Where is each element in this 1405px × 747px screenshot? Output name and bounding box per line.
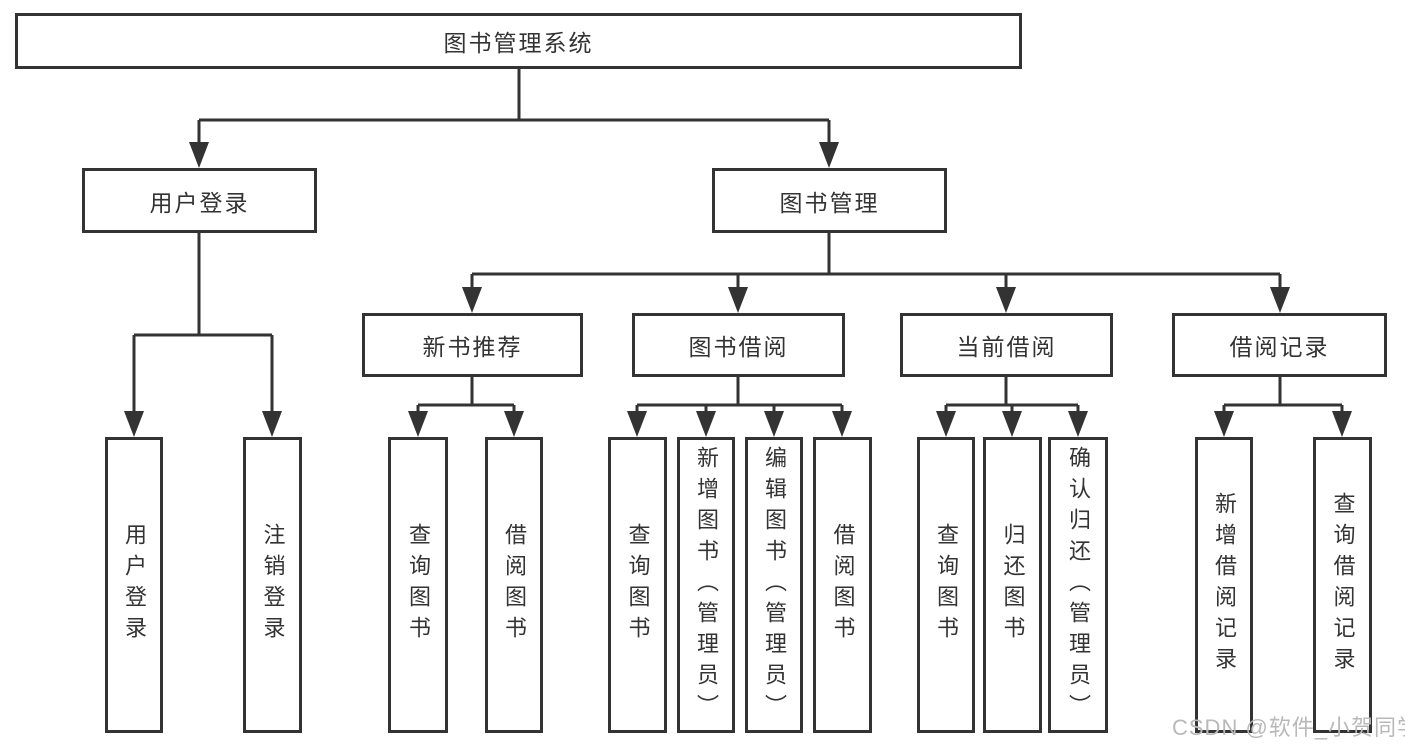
node-label: 查询图书 bbox=[934, 523, 959, 647]
node-label: 借阅图书 bbox=[830, 523, 856, 647]
node-label: 查询借阅记录 bbox=[1330, 492, 1356, 678]
leaf-node-query-books-2: 查询图书 bbox=[608, 437, 667, 733]
leaf-node-borrow-books-2: 借阅图书 bbox=[813, 437, 872, 733]
node-label: 归还图书 bbox=[1000, 523, 1026, 647]
node-label: 新增借阅记录 bbox=[1212, 492, 1237, 678]
node-new-book-recommend: 新书推荐 bbox=[362, 313, 583, 377]
leaf-node-borrow-books-1: 借阅图书 bbox=[485, 437, 543, 733]
node-label: 用户登录 bbox=[122, 523, 147, 647]
node-label: 注销登录 bbox=[260, 523, 286, 647]
leaf-node-query-books-1: 查询图书 bbox=[388, 437, 448, 733]
node-current-borrow: 当前借阅 bbox=[900, 313, 1113, 377]
leaf-node-query-books-3: 查询图书 bbox=[917, 437, 975, 733]
leaf-node-edit-books-admin: 编辑图书（管理员） bbox=[745, 437, 803, 733]
node-label: 图书管理 bbox=[779, 189, 880, 216]
csdn-watermark: CSDN @软件_小贺同学 bbox=[1172, 715, 1405, 740]
leaf-node-return-books: 归还图书 bbox=[983, 437, 1042, 733]
node-label: 图书借阅 bbox=[688, 334, 789, 360]
node-label: 借阅图书 bbox=[502, 523, 527, 647]
node-label: 当前借阅 bbox=[956, 334, 1057, 360]
leaf-node-add-books-admin: 新增图书（管理员） bbox=[677, 437, 735, 733]
leaf-node-add-borrow-record: 新增借阅记录 bbox=[1195, 437, 1253, 733]
node-label: 查询图书 bbox=[625, 523, 651, 647]
node-label: 新书推荐 bbox=[422, 334, 523, 360]
node-label: 确认归还（管理员） bbox=[1066, 445, 1091, 725]
node-book-management: 图书管理 bbox=[712, 168, 947, 233]
node-borrow-records: 借阅记录 bbox=[1172, 313, 1387, 377]
node-label: 借阅记录 bbox=[1229, 334, 1330, 360]
node-label: 新增图书（管理员） bbox=[694, 445, 719, 725]
node-user-login: 用户登录 bbox=[82, 168, 317, 233]
leaf-node-user-login: 用户登录 bbox=[105, 437, 163, 733]
node-root-library-system: 图书管理系统 bbox=[15, 13, 1022, 69]
leaf-node-confirm-return-admin: 确认归还（管理员） bbox=[1048, 437, 1108, 733]
node-label: 用户登录 bbox=[149, 189, 250, 216]
node-label: 图书管理系统 bbox=[443, 30, 594, 56]
node-label: 查询图书 bbox=[406, 523, 431, 647]
node-label: 编辑图书（管理员） bbox=[762, 445, 787, 725]
node-book-borrow: 图书借阅 bbox=[632, 313, 845, 377]
leaf-node-logout: 注销登录 bbox=[243, 437, 302, 733]
leaf-node-query-borrow-record: 查询借阅记录 bbox=[1313, 437, 1372, 733]
